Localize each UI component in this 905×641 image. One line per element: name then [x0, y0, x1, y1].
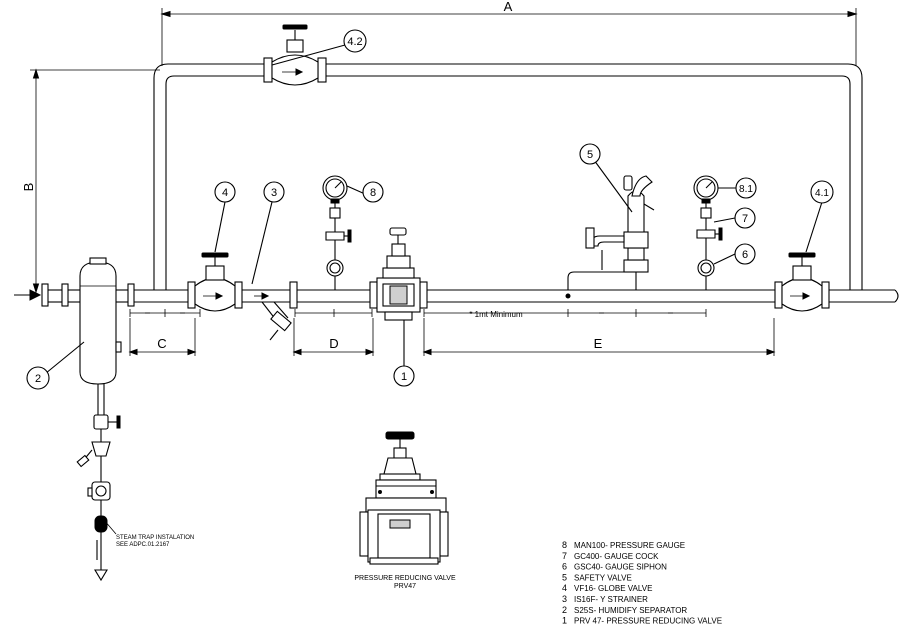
legend-number: 4 — [562, 583, 567, 593]
balloon-3: 3 — [251, 181, 285, 285]
legend-item: PRV 47- PRESSURE REDUCING VALVE — [574, 617, 722, 626]
pipe-segment-marks: * 1mt Minimum — [129, 309, 707, 319]
parts-legend: 8 MAN100- PRESSURE GAUGE 7 GC400- GAUGE COC… — [562, 540, 722, 626]
pressure-gauge-8: 8 — [322, 175, 384, 290]
legend-number: 8 — [562, 540, 567, 550]
bypass-globe-valve: 4.2 — [263, 24, 367, 86]
dimension-b-label: B — [21, 183, 36, 192]
prv-detail-caption-line1: PRESSURE REDUCING VALVE — [354, 575, 456, 582]
steam-trap-note-line2: SEE ADPC.01.2167 — [116, 542, 170, 548]
steam-trap-assembly: STEAM TRAP INSTALATION SEE ADPC.01.2167 — [76, 414, 194, 582]
dimension-d: D — [292, 318, 375, 356]
prv-detail-view: PRESSURE REDUCING VALVE PRV47 — [354, 431, 456, 590]
svg-text:4.1: 4.1 — [815, 188, 829, 199]
pressure-reducing-valve-inline: 1 — [376, 227, 421, 387]
svg-text:4: 4 — [222, 187, 228, 199]
svg-text:5: 5 — [587, 149, 593, 161]
legend-item: GSC40- GAUGE SIPHON — [574, 563, 667, 572]
svg-text:C: C — [157, 336, 166, 351]
legend-number: 7 — [562, 551, 567, 561]
legend-item: GC400- GAUGE COCK — [574, 552, 659, 561]
balloon-4-1: 4.1 — [805, 180, 834, 253]
min-length-note: * 1mt Minimum — [469, 310, 523, 319]
steam-trap-note-line1: STEAM TRAP INSTALATION — [116, 535, 194, 541]
humidity-separator: 2 — [26, 257, 128, 415]
legend-item: VF16- GLOBE VALVE — [574, 584, 652, 593]
dimension-e: E — [422, 318, 776, 356]
legend-item: IS16F- Y STRAINER — [574, 595, 648, 604]
legend-number: 6 — [562, 562, 567, 572]
legend-number: 3 — [562, 594, 567, 604]
svg-text:1: 1 — [401, 371, 407, 383]
legend-number: 1 — [562, 616, 567, 626]
dimension-c: C — [128, 318, 197, 356]
legend-number: 5 — [562, 572, 567, 582]
main-pipe — [14, 252, 899, 341]
svg-text:6: 6 — [742, 249, 748, 261]
legend-item: MAN100- PRESSURE GAUGE — [574, 541, 685, 550]
legend-item: SAFETY VALVE — [574, 573, 632, 582]
balloon-4: 4 — [214, 181, 236, 253]
bypass-pipe — [153, 63, 863, 290]
svg-text:8: 8 — [370, 187, 376, 199]
pressure-gauge-8-1: 8.1 7 6 — [693, 175, 757, 290]
legend-item: S25S- HUMIDIFY SEPARATOR — [574, 606, 687, 615]
prv-detail-caption-line2: PRV47 — [394, 583, 416, 590]
svg-text:3: 3 — [271, 187, 277, 199]
balloon-2-label: 2 — [35, 373, 41, 385]
dimension-b: B — [21, 68, 160, 294]
svg-text:E: E — [594, 336, 603, 351]
legend-number: 2 — [562, 605, 567, 615]
svg-text:8.1: 8.1 — [739, 184, 753, 195]
safety-valve: 5 — [565, 143, 655, 299]
dimension-a: A — [160, 0, 858, 66]
balloon-4-2-label: 4.2 — [347, 36, 362, 48]
svg-text:7: 7 — [742, 213, 748, 225]
dimension-a-label: A — [504, 0, 513, 14]
svg-text:D: D — [329, 336, 338, 351]
